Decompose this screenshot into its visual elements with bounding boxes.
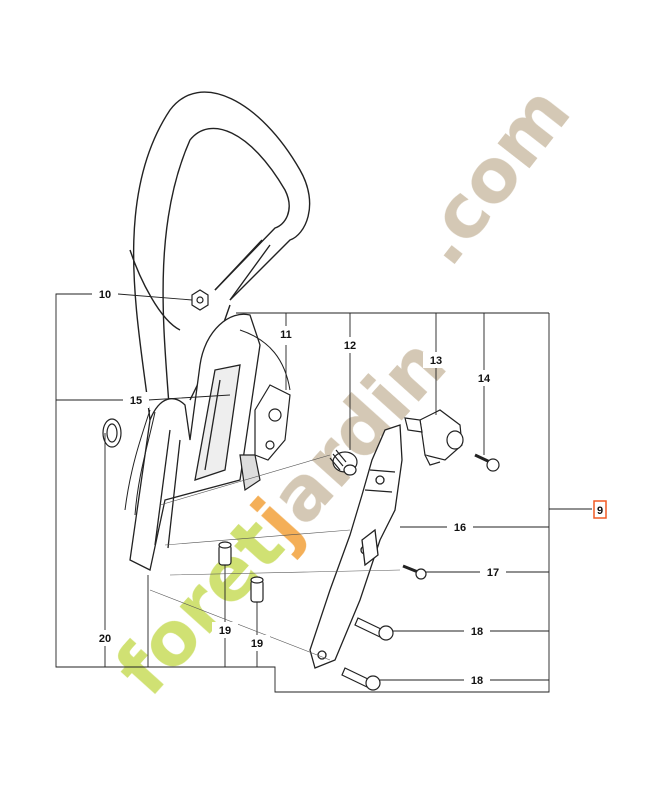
bolt-part-18-lower xyxy=(341,667,381,691)
callout-15: 15 xyxy=(130,395,142,407)
callout-14: 14 xyxy=(478,373,491,385)
callout-19-left: 19 xyxy=(219,625,231,637)
callout-labels: 10 11 12 13 14 15 16 17 18 18 19 19 20 9 xyxy=(92,286,607,688)
grommet-part-20 xyxy=(102,418,122,448)
bolt-part-18-upper xyxy=(354,617,394,641)
callout-12: 12 xyxy=(344,340,356,352)
callout-19-right: 19 xyxy=(251,638,263,650)
callout-20: 20 xyxy=(99,633,111,645)
watermark-com: .com xyxy=(396,71,587,281)
connector-part-13 xyxy=(404,409,464,466)
callout-13: 13 xyxy=(430,355,442,367)
wire-harness xyxy=(124,329,291,516)
callout-17: 17 xyxy=(487,567,499,579)
screw-part-17 xyxy=(402,564,427,580)
callout-18-lower: 18 xyxy=(471,675,483,687)
callout-9[interactable]: 9 xyxy=(597,505,603,517)
pin-part-19-left xyxy=(218,541,232,566)
trigger-assembly xyxy=(239,384,291,492)
leader-lines xyxy=(55,293,592,693)
pin-part-19-right xyxy=(250,576,264,603)
callout-18-upper: 18 xyxy=(471,626,483,638)
nut-part-10 xyxy=(191,289,209,311)
highlight-box-9 xyxy=(593,500,607,519)
callout-16: 16 xyxy=(454,522,466,534)
screw-part-14 xyxy=(474,453,500,472)
handle-housing xyxy=(129,313,261,571)
spring-part-12 xyxy=(329,449,358,476)
callout-10: 10 xyxy=(99,289,111,301)
callout-11: 11 xyxy=(280,329,292,341)
lever-part-16 xyxy=(309,424,403,669)
